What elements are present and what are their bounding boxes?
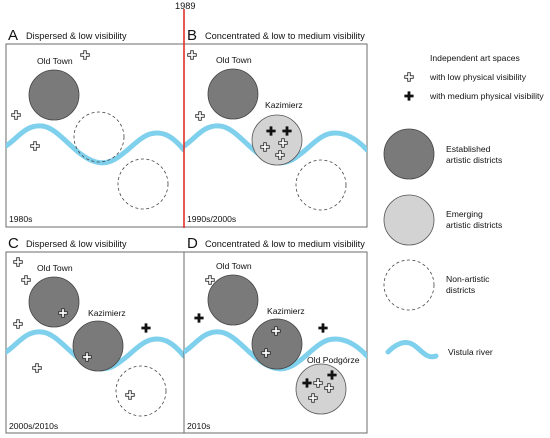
- period-label: 2000s/2010s: [9, 421, 58, 431]
- legend-emerging-swatch: [383, 194, 435, 246]
- established-district: [207, 68, 259, 120]
- district-label-old-town: Old Town: [216, 55, 252, 65]
- low-visibility-space-icon: [32, 363, 42, 373]
- medium-visibility-space-icon: [194, 313, 204, 323]
- low-visibility-space-icon: [11, 110, 21, 120]
- panel-letter: B: [187, 27, 197, 44]
- panel-b: B Concentrated & low to medium visibilit…: [183, 27, 368, 228]
- district-label-kazimierz: Kazimierz: [265, 100, 303, 110]
- low-visibility-space-icon: [195, 111, 205, 121]
- emerging-district: [295, 363, 347, 415]
- legend-non-artistic-label: districts: [446, 285, 475, 295]
- emerging-district: [251, 114, 303, 166]
- non-artistic-district: [115, 365, 167, 417]
- established-district: [207, 274, 259, 326]
- low-visibility-space-icon: [404, 72, 414, 82]
- established-district: [72, 320, 124, 372]
- legend: Independent art spaces with low physical…: [383, 53, 544, 360]
- panel-title: Concentrated & low to medium visibility: [205, 31, 365, 41]
- district-label-old-podgorze: Old Podgórze: [307, 355, 360, 365]
- panel-title: Dispersed & low visibility: [26, 239, 127, 249]
- low-visibility-space-icon: [21, 275, 31, 285]
- legend-established-label: artistic districts: [446, 155, 502, 165]
- medium-visibility-space-icon: [141, 323, 151, 333]
- district-label-old-town: Old Town: [216, 261, 252, 271]
- panel-frame: [183, 251, 368, 434]
- period-label: 2010s: [187, 421, 210, 431]
- non-artistic-district: [295, 159, 347, 211]
- period-label: 1980s: [9, 214, 32, 224]
- established-district: [28, 276, 80, 328]
- panel-letter: C: [8, 235, 19, 252]
- panel-a: A Dispersed & low visibility Old Town 19…: [5, 27, 185, 228]
- legend-non-artistic-swatch: [383, 259, 435, 311]
- period-label: 1990s/2000s: [187, 214, 236, 224]
- legend-emerging-label: Emerging: [446, 209, 483, 219]
- panel-c: C Dispersed & low visibility Old Town Ka…: [5, 235, 185, 434]
- established-district: [28, 69, 80, 121]
- legend-medium-visibility-label: with medium physical visibility: [429, 91, 544, 101]
- legend-established-swatch: [383, 128, 435, 180]
- non-artistic-district: [117, 158, 169, 210]
- vistula-river: [6, 123, 184, 166]
- panel-title: Dispersed & low visibility: [26, 31, 127, 41]
- low-visibility-space-icon: [30, 141, 40, 151]
- non-artistic-district: [73, 111, 125, 163]
- legend-low-visibility-label: with low physical visibility: [429, 72, 527, 82]
- legend-emerging-label: artistic districts: [446, 220, 502, 230]
- legend-river-label: Vistula river: [448, 347, 493, 357]
- low-visibility-space-icon: [187, 50, 197, 60]
- panel-letter: D: [187, 235, 198, 252]
- panel-frame: [5, 43, 185, 228]
- district-label-kazimierz: Kazimierz: [88, 308, 126, 318]
- district-label-old-town: Old Town: [37, 263, 73, 273]
- low-visibility-space-icon: [80, 50, 90, 60]
- legend-non-artistic-label: Non-artistic: [446, 274, 490, 284]
- district-label-old-town: Old Town: [37, 56, 73, 66]
- low-visibility-space-icon: [13, 257, 23, 267]
- panel-d: D Concentrated & low to medium visibilit…: [183, 235, 368, 434]
- district-label-kazimierz: Kazimierz: [267, 306, 305, 316]
- low-visibility-space-icon: [13, 319, 23, 329]
- medium-visibility-space-icon: [318, 323, 328, 333]
- legend-river-swatch: [385, 339, 439, 360]
- panel-title: Concentrated & low to medium visibility: [205, 239, 365, 249]
- legend-heading: Independent art spaces: [430, 53, 520, 63]
- low-visibility-space-icon: [205, 275, 215, 285]
- low-visibility-space-icon: [125, 390, 135, 400]
- medium-visibility-space-icon: [404, 91, 414, 101]
- legend-established-label: Established: [446, 144, 491, 154]
- divider-year-label: 1989: [175, 1, 195, 11]
- panel-letter: A: [8, 27, 18, 44]
